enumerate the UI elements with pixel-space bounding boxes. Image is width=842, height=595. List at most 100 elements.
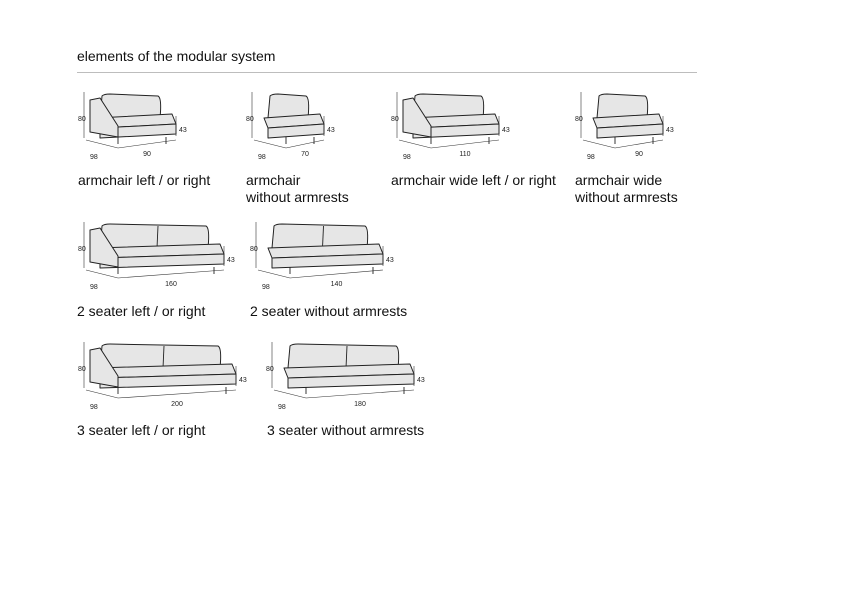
seat-height-label: 43: [386, 257, 394, 264]
module-drawing: 80 43 98 70: [246, 88, 346, 163]
sofa-module-svg: 80 43 98 90: [575, 92, 674, 161]
module-drawing: 80 43 98 90: [78, 88, 198, 163]
sofa-module-svg: 80 43 98 70: [246, 92, 335, 161]
backrest: [596, 93, 649, 119]
height-label: 80: [575, 116, 583, 123]
height-label: 80: [78, 366, 86, 373]
backrest: [271, 223, 369, 249]
seat-height-label: 43: [327, 127, 335, 134]
seat-height-label: 43: [502, 127, 510, 134]
caption-line: without armrests: [575, 189, 678, 205]
depth-dimension-line: [85, 269, 119, 279]
armrest: [402, 97, 432, 138]
sofa-module-svg: 80 43 98 140: [250, 222, 394, 291]
module-caption: 3 seater left / or right: [77, 422, 205, 439]
caption-line: 3 seater left / or right: [77, 422, 206, 438]
depth-dimension-line: [273, 389, 307, 399]
cushion-divider: [345, 345, 348, 369]
depth-label: 98: [278, 404, 286, 411]
width-label: 110: [459, 151, 470, 158]
backrest: [287, 343, 400, 369]
module-drawing: 80 43 98 90: [575, 88, 685, 163]
width-dimension-line: [285, 139, 325, 149]
caption-line: 3 seater without armrests: [267, 422, 425, 438]
module-caption: armchair left / or right: [78, 172, 210, 189]
module-caption: 3 seater without armrests: [267, 422, 424, 439]
width-dimension-line: [289, 269, 384, 279]
width-label: 180: [354, 401, 366, 408]
caption-line: armchair left / or right: [78, 172, 211, 188]
width-label: 140: [331, 281, 343, 288]
depth-label: 98: [90, 404, 98, 411]
seat-height-label: 43: [179, 127, 187, 134]
cushion-divider: [322, 225, 324, 249]
armrest: [89, 347, 119, 388]
depth-label: 98: [90, 154, 98, 161]
module-drawing: 80 43 98 110: [391, 88, 521, 163]
sofa-module-svg: 80 43 98 180: [266, 342, 425, 411]
page-title: elements of the modular system: [77, 48, 276, 64]
depth-dimension-line: [582, 139, 616, 149]
caption-line: without armrests: [246, 189, 349, 205]
armrest: [89, 97, 119, 138]
module-drawing: 80 43 98 200: [78, 338, 258, 413]
depth-label: 98: [258, 154, 266, 161]
depth-label: 98: [90, 284, 98, 291]
width-label: 70: [301, 151, 309, 158]
backrest: [99, 223, 210, 249]
seat-height-label: 43: [239, 377, 247, 384]
width-label: 160: [165, 281, 177, 288]
caption-line: 2 seater left / or right: [77, 303, 206, 319]
module-drawing: 80 43 98 160: [78, 218, 246, 293]
seat-height-label: 43: [227, 257, 235, 264]
sofa-module-svg: 80 43 98 110: [391, 92, 510, 161]
height-label: 80: [266, 366, 274, 373]
caption-line: 2 seater without armrests: [250, 303, 408, 319]
cushion-divider: [162, 345, 165, 369]
module-drawing: 80 43 98 180: [266, 338, 436, 413]
module-drawing: 80 43 98 140: [250, 218, 405, 293]
sofa-module-svg: 80 43 98 90: [78, 92, 187, 161]
title-divider: [77, 72, 697, 73]
sofa-module-svg: 80 43 98 200: [78, 342, 247, 411]
height-label: 80: [246, 116, 254, 123]
height-label: 80: [78, 246, 86, 253]
height-label: 80: [78, 116, 86, 123]
depth-dimension-line: [85, 139, 119, 149]
height-label: 80: [391, 116, 399, 123]
height-label: 80: [250, 246, 258, 253]
width-label: 90: [143, 151, 151, 158]
module-caption: armchair wide left / or right: [391, 172, 556, 189]
depth-dimension-line: [253, 139, 287, 149]
depth-label: 98: [262, 284, 270, 291]
seat-height-label: 43: [417, 377, 425, 384]
width-dimension-line: [305, 389, 415, 399]
backrest: [267, 93, 310, 119]
backrest: [99, 343, 222, 369]
sofa-module-svg: 80 43 98 160: [78, 222, 235, 291]
caption-line: armchair: [246, 172, 301, 188]
caption-line: armchair wide: [575, 172, 663, 188]
depth-dimension-line: [85, 389, 119, 399]
width-label: 200: [171, 401, 183, 408]
module-caption: 2 seater left / or right: [77, 303, 205, 320]
width-dimension-line: [117, 389, 237, 399]
width-dimension-line: [117, 139, 177, 149]
module-caption: 2 seater without armrests: [250, 303, 407, 320]
depth-dimension-line: [257, 269, 291, 279]
cushion-divider: [156, 225, 159, 249]
width-label: 90: [635, 151, 643, 158]
width-dimension-line: [117, 269, 225, 279]
depth-label: 98: [403, 154, 411, 161]
width-dimension-line: [614, 139, 664, 149]
seat-height-label: 43: [666, 127, 674, 134]
backrest: [99, 93, 162, 119]
width-dimension-line: [430, 139, 500, 149]
caption-line: armchair wide left / or right: [391, 172, 556, 188]
backrest: [412, 93, 485, 119]
armrest: [89, 227, 119, 268]
depth-dimension-line: [398, 139, 432, 149]
depth-label: 98: [587, 154, 595, 161]
